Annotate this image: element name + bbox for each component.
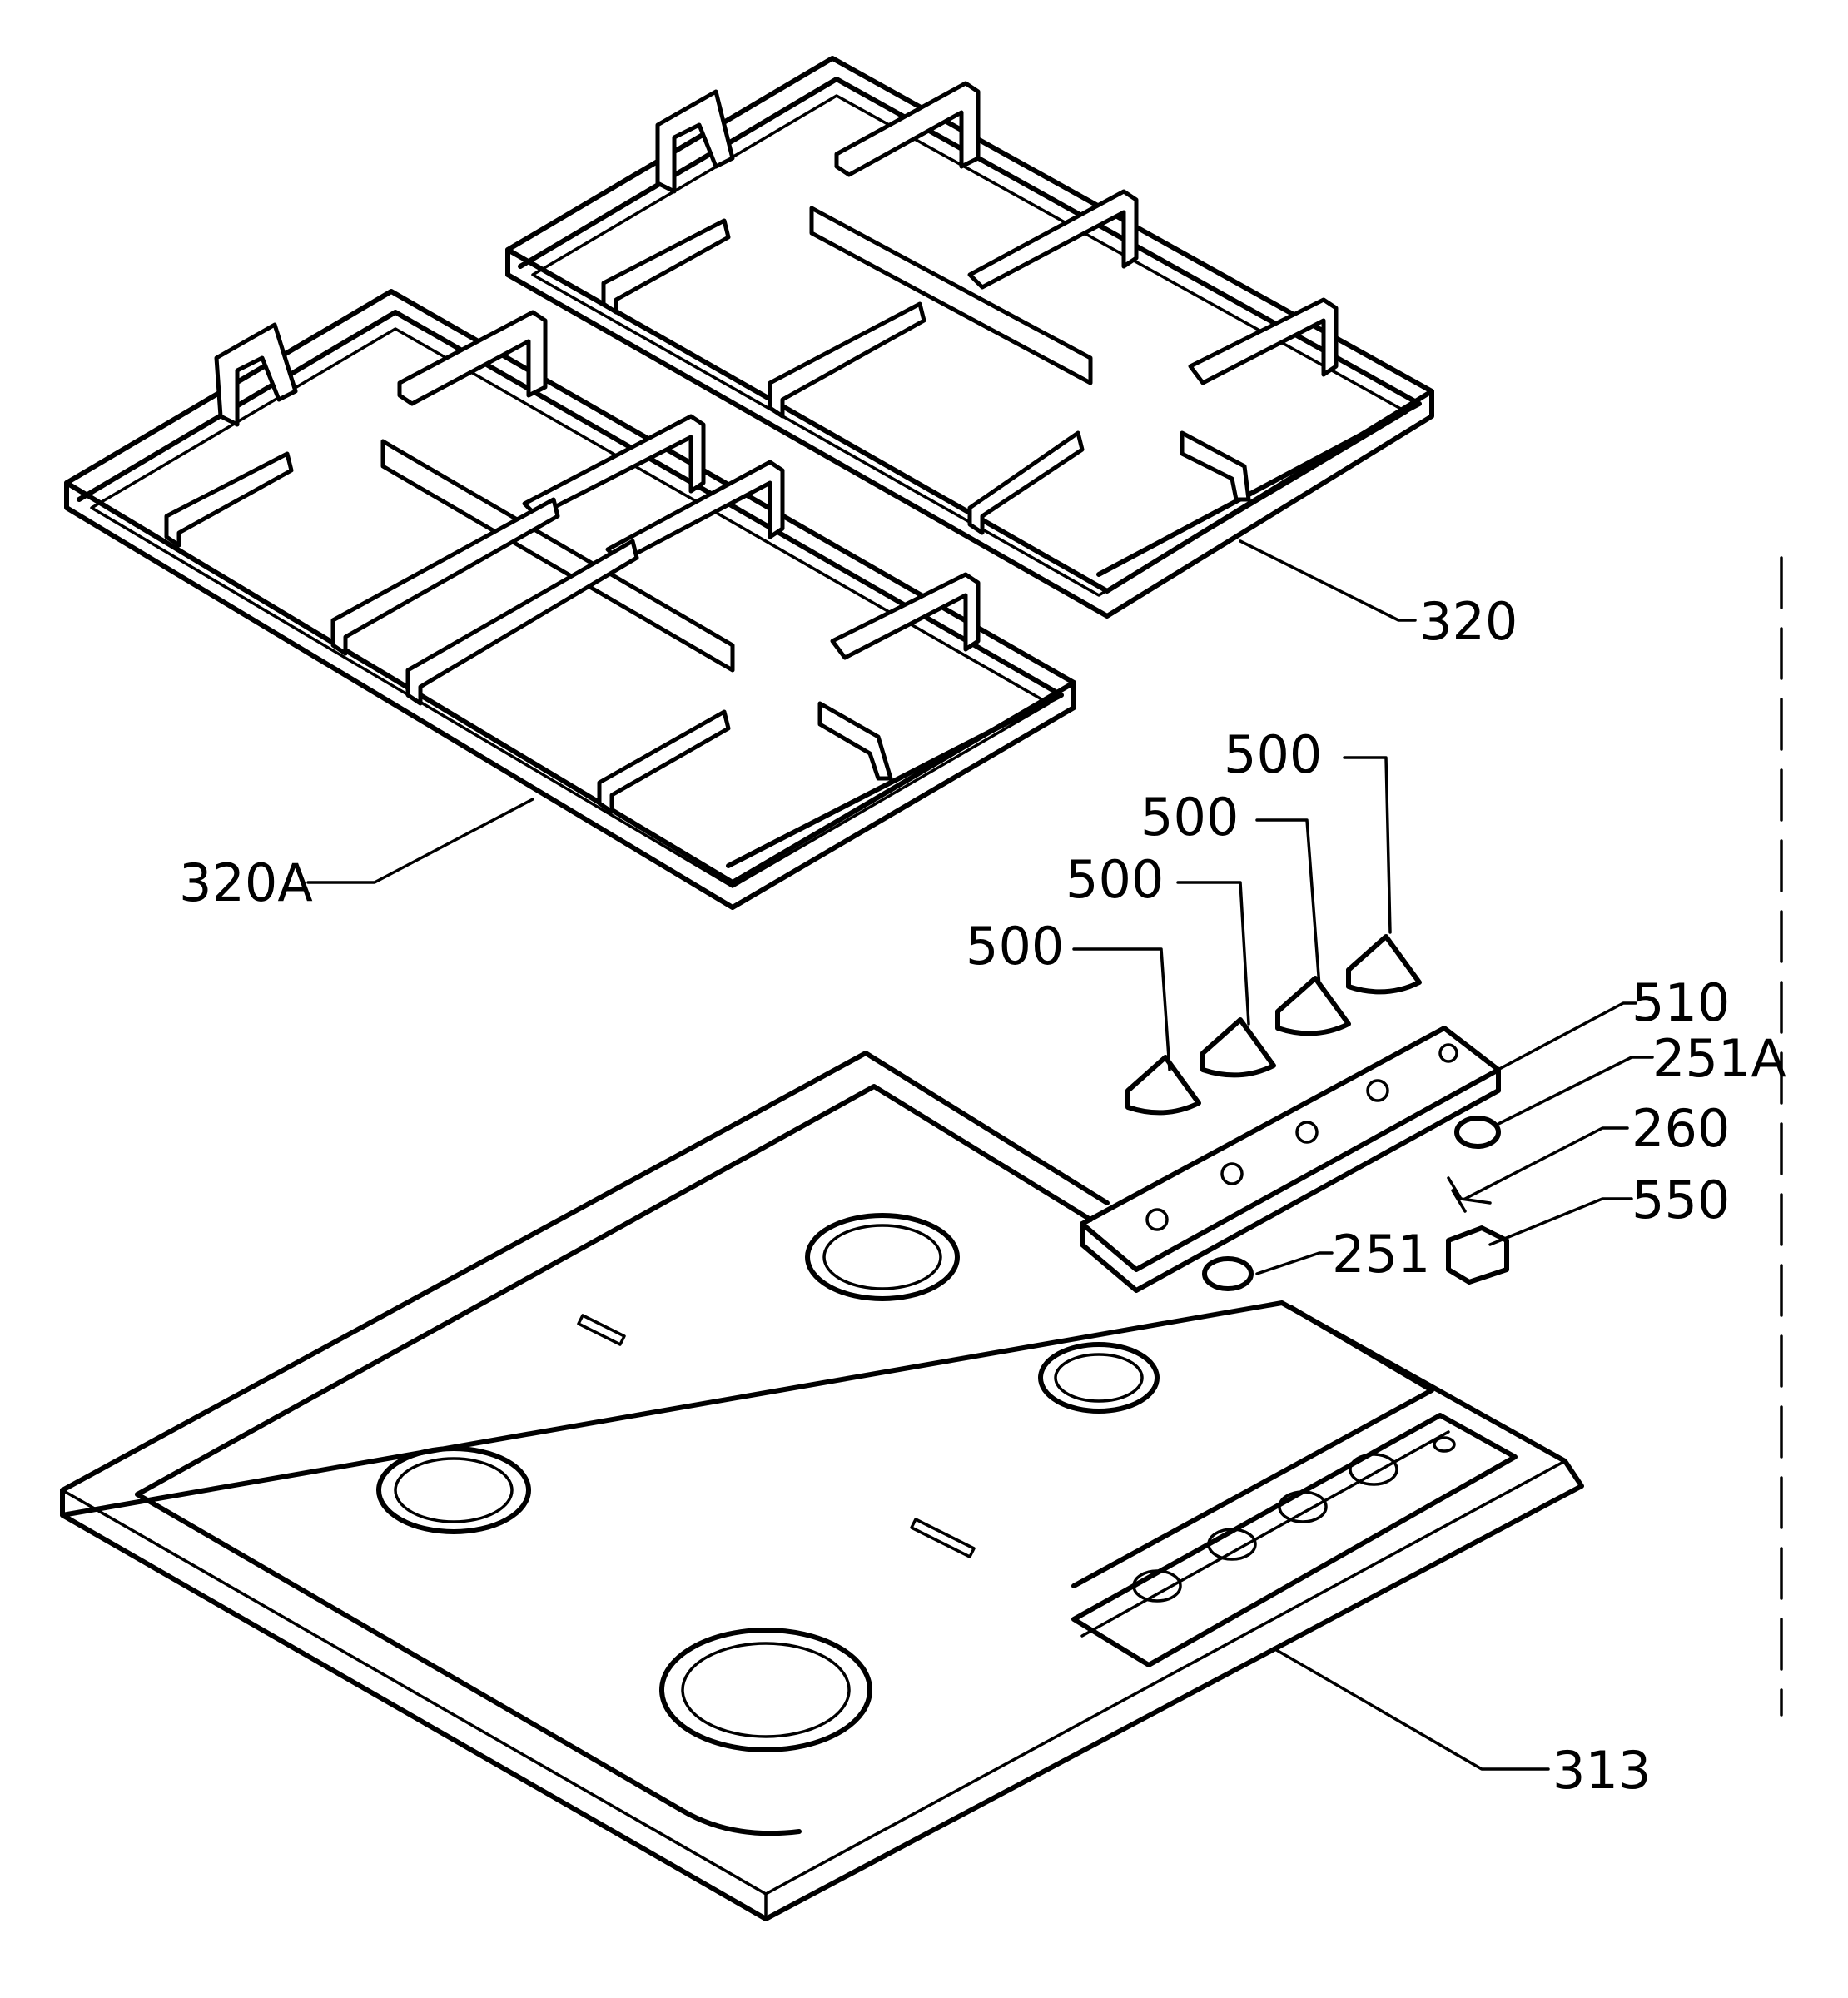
pan-support-320a (64, 289, 1076, 910)
callout-500-3: 500 (1066, 849, 1164, 910)
callout-251: 251 (1332, 1224, 1430, 1285)
knob-panel-510 (1080, 1026, 1501, 1293)
callout-500-1: 500 (1224, 724, 1322, 785)
hob-top-313 (60, 1051, 1584, 1921)
callout-320a: 320A (179, 852, 313, 913)
callout-500-4: 500 (966, 916, 1064, 977)
callout-labels: 320 320A 500 500 500 500 510 251A 260 55… (179, 591, 1786, 1801)
callout-320: 320 (1419, 591, 1518, 652)
callout-260: 260 (1632, 1098, 1730, 1159)
leader-lines (306, 539, 1654, 1771)
callout-510: 510 (1632, 972, 1730, 1033)
pan-support-320 (505, 56, 1434, 619)
control-knobs-500 (1125, 934, 1422, 1116)
small-components (1202, 1116, 1509, 1291)
callout-550: 550 (1632, 1170, 1730, 1230)
callout-251a: 251A (1652, 1028, 1786, 1089)
callout-313: 313 (1552, 1740, 1651, 1801)
callout-500-2: 500 (1140, 787, 1239, 847)
